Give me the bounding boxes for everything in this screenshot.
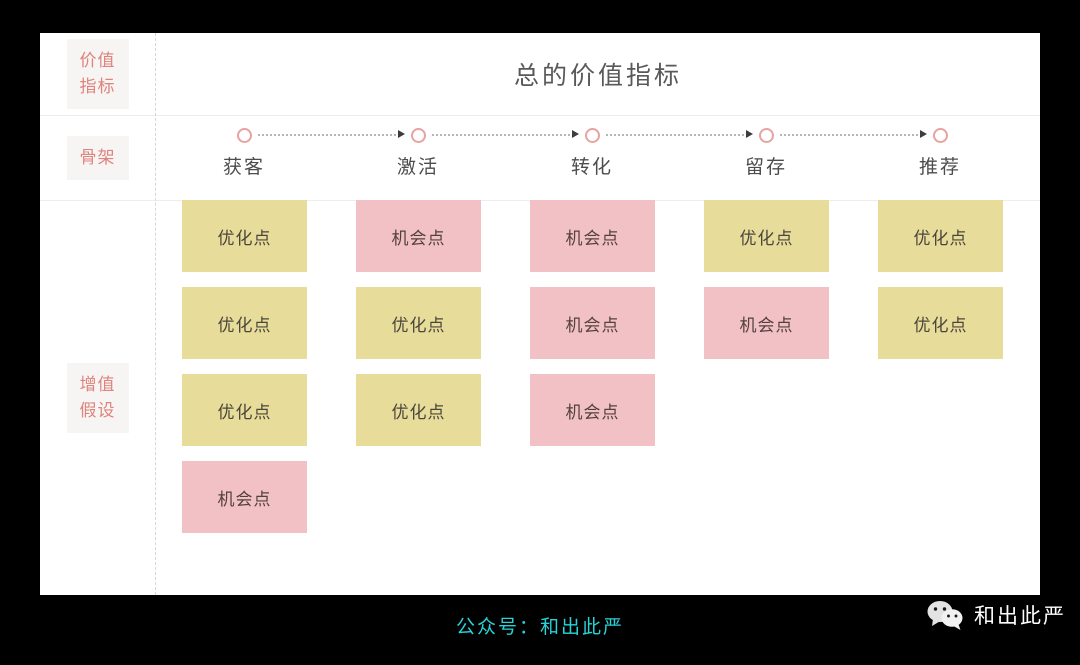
funnel-stage[interactable]: 推荐 bbox=[860, 128, 1020, 179]
funnel-arrow-icon bbox=[920, 130, 927, 138]
card-column: 机会点机会点机会点 bbox=[530, 200, 655, 461]
funnel-stage-ring-icon bbox=[932, 128, 948, 143]
opportunity-point-card[interactable]: 机会点 bbox=[530, 374, 655, 446]
funnel-stage[interactable]: 转化 bbox=[512, 128, 672, 179]
funnel-stage-label: 推荐 bbox=[918, 156, 961, 178]
rail-cell-skeleton: 骨架 bbox=[40, 115, 155, 200]
opportunity-point-card[interactable]: 机会点 bbox=[530, 200, 655, 272]
rail-label-line: 增值 bbox=[79, 374, 116, 395]
opportunity-point-card[interactable]: 机会点 bbox=[704, 287, 829, 359]
funnel-band: 获客 激活 转化 留存 推荐 bbox=[156, 115, 1040, 200]
card-column: 优化点优化点优化点机会点 bbox=[182, 200, 307, 548]
row-label-rail: 价值 指标 骨架 增值 假设 bbox=[40, 33, 155, 595]
funnel-stage-ring-icon bbox=[410, 128, 426, 143]
opportunity-point-card[interactable]: 机会点 bbox=[356, 200, 481, 272]
opportunity-point-card[interactable]: 机会点 bbox=[182, 461, 307, 533]
funnel-stage-label: 转化 bbox=[570, 156, 613, 178]
title-band: 总的价值指标 bbox=[156, 33, 1040, 115]
rail-label-line: 假设 bbox=[79, 400, 116, 421]
rail-label-line: 价值 bbox=[79, 51, 116, 71]
funnel-stage[interactable]: 获客 bbox=[164, 128, 324, 179]
funnel-arrow-icon bbox=[572, 130, 579, 138]
funnel-stage[interactable]: 激活 bbox=[338, 128, 498, 179]
funnel-stage-label: 留存 bbox=[744, 156, 787, 178]
page-title: 总的价值指标 bbox=[513, 61, 682, 90]
optimization-point-card[interactable]: 优化点 bbox=[182, 374, 307, 446]
funnel-arrow-icon bbox=[746, 130, 753, 138]
funnel-stage[interactable]: 留存 bbox=[686, 128, 846, 179]
rail-chip-value-metrics: 价值 指标 bbox=[66, 39, 129, 109]
rail-divider bbox=[155, 33, 156, 595]
brand-name: 和出此严 bbox=[974, 604, 1066, 628]
optimization-point-card[interactable]: 优化点 bbox=[878, 200, 1003, 272]
rail-chip-skeleton: 骨架 bbox=[66, 135, 129, 180]
funnel-connector bbox=[432, 134, 574, 139]
rail-cell-value-metrics: 价值 指标 bbox=[40, 33, 155, 115]
section-divider bbox=[40, 115, 1040, 116]
slide-panel: 价值 指标 骨架 增值 假设 总的价值指标 获客激活转化留存推荐 优化点优化点优… bbox=[40, 33, 1040, 595]
optimization-point-card[interactable]: 优化点 bbox=[356, 374, 481, 446]
funnel-connector bbox=[780, 134, 922, 139]
funnel-stage-ring-icon bbox=[236, 128, 252, 143]
funnel-arrow-icon bbox=[398, 130, 405, 138]
card-column: 优化点机会点 bbox=[704, 200, 829, 374]
card-column: 优化点优化点 bbox=[878, 200, 1003, 374]
rail-cell-value-hypothesis: 增值 假设 bbox=[40, 200, 155, 595]
funnel-stage-row: 获客 激活 转化 留存 推荐 bbox=[156, 115, 1040, 200]
rail-label-line: 骨架 bbox=[79, 147, 116, 168]
optimization-point-card[interactable]: 优化点 bbox=[704, 200, 829, 272]
funnel-stage-label: 获客 bbox=[222, 156, 265, 178]
rail-label-line: 指标 bbox=[79, 77, 116, 97]
funnel-connector bbox=[258, 134, 400, 139]
cards-band: 优化点优化点优化点机会点机会点优化点优化点机会点机会点机会点优化点机会点优化点优… bbox=[156, 200, 1040, 595]
funnel-stage-ring-icon bbox=[758, 128, 774, 143]
optimization-point-card[interactable]: 优化点 bbox=[878, 287, 1003, 359]
wechat-icon bbox=[926, 600, 966, 630]
center-watermark: 公众号：和出此严 bbox=[455, 616, 624, 638]
funnel-stage-label: 激活 bbox=[396, 156, 439, 178]
funnel-connector bbox=[606, 134, 748, 139]
rail-chip-value-hypothesis: 增值 假设 bbox=[66, 362, 129, 433]
funnel-stage-ring-icon bbox=[584, 128, 600, 143]
optimization-point-card[interactable]: 优化点 bbox=[182, 200, 307, 272]
opportunity-point-card[interactable]: 机会点 bbox=[530, 287, 655, 359]
card-column: 机会点优化点优化点 bbox=[356, 200, 481, 461]
optimization-point-card[interactable]: 优化点 bbox=[182, 287, 307, 359]
brand-watermark: 和出此严 bbox=[926, 600, 1066, 630]
optimization-point-card[interactable]: 优化点 bbox=[356, 287, 481, 359]
